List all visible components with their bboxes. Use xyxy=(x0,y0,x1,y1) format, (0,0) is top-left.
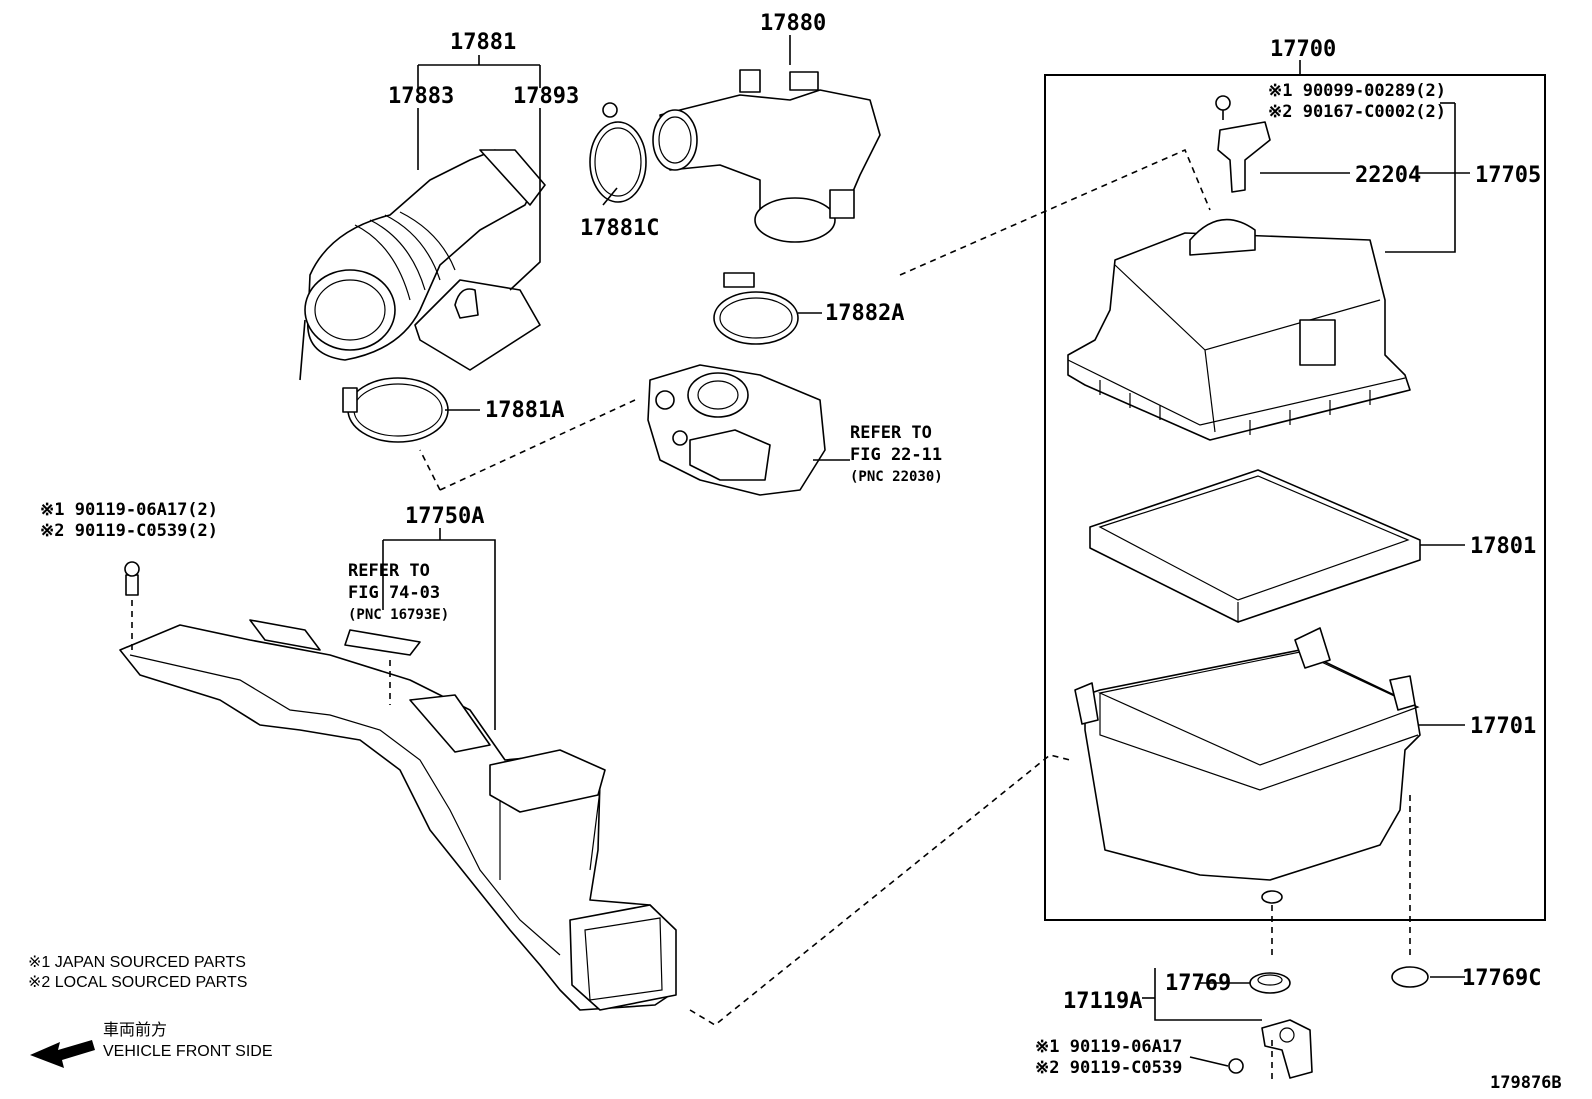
resonator xyxy=(414,279,541,371)
air-cleaner-cap xyxy=(1067,218,1411,441)
bolt-bottom-2: ※2 90119-C0539 xyxy=(1035,1058,1182,1078)
clamp-17882a xyxy=(713,272,799,345)
refer-label-1: REFER TO xyxy=(348,561,430,581)
bolt-left-2: ※2 90119-C0539(2) xyxy=(40,521,218,541)
label-17893: 17893 xyxy=(513,84,579,109)
front-en: VEHICLE FRONT SIDE xyxy=(103,1043,273,1060)
legend-local: ※2 LOCAL SOURCED PARTS xyxy=(28,974,247,991)
diagram-id: 179876B xyxy=(1490,1073,1562,1093)
grommet-17769 xyxy=(1249,972,1291,994)
bolt-top-2: ※2 90167-C0002(2) xyxy=(1268,102,1446,122)
throttle-body xyxy=(647,364,826,496)
label-17701: 17701 xyxy=(1470,714,1536,739)
label-17881c: 17881C xyxy=(580,216,659,241)
label-17700: 17700 xyxy=(1270,37,1336,62)
label-17769c: 17769C xyxy=(1462,966,1541,991)
clamp-17881a xyxy=(342,377,449,443)
air-inlet-hose xyxy=(299,149,546,381)
refer-throttle-3: (PNC 22030) xyxy=(850,469,943,485)
label-17882a: 17882A xyxy=(825,301,904,326)
clamp-17881c xyxy=(589,102,647,203)
maf-sensor xyxy=(1215,95,1271,193)
label-17750a: 17750A xyxy=(405,504,484,529)
label-17883: 17883 xyxy=(388,84,454,109)
front-arrow-icon xyxy=(30,1040,95,1068)
refer-throttle-2: FIG 22-11 xyxy=(850,445,942,465)
filter-element xyxy=(1089,469,1421,623)
bolt-top-1: ※1 90099-00289(2) xyxy=(1268,81,1446,101)
label-17881: 17881 xyxy=(450,30,516,55)
bolt-left-1: ※1 90119-06A17(2) xyxy=(40,500,218,520)
air-cleaner-case xyxy=(1074,627,1421,904)
label-17880: 17880 xyxy=(760,11,826,36)
assembly-frame xyxy=(1044,74,1546,921)
bolt-bottom-1: ※1 90119-06A17 xyxy=(1035,1037,1182,1057)
dashed-lines xyxy=(131,148,1411,1080)
label-17881a: 17881A xyxy=(485,398,564,423)
label-17705: 17705 xyxy=(1475,163,1541,188)
refer-label-3: (PNC 16793E) xyxy=(348,607,449,623)
label-17769: 17769 xyxy=(1165,971,1231,996)
intake-pipe xyxy=(652,69,881,243)
leader-lines xyxy=(382,35,1470,1067)
label-17119a: 17119A xyxy=(1063,989,1142,1014)
label-22204: 22204 xyxy=(1355,163,1421,188)
grommet-17769c xyxy=(1391,966,1429,988)
legend-japan: ※1 JAPAN SOURCED PARTS xyxy=(28,954,246,971)
bracket xyxy=(1228,1019,1313,1079)
air-duct xyxy=(119,561,677,1011)
front-jp: 車両前方 xyxy=(103,1021,167,1039)
refer-label-2: FIG 74-03 xyxy=(348,583,440,603)
refer-throttle-1: REFER TO xyxy=(850,423,932,443)
label-17801: 17801 xyxy=(1470,534,1536,559)
